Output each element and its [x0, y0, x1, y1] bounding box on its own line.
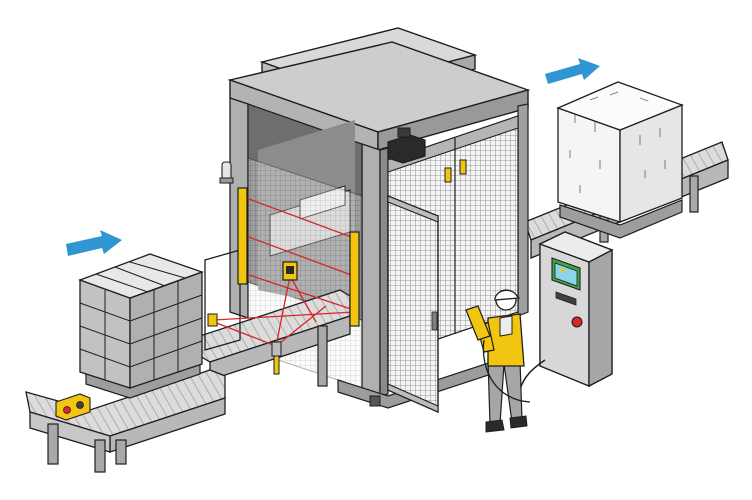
- door-latch: [459, 159, 467, 175]
- beacon-icon: [219, 161, 234, 184]
- start-button[interactable]: [76, 401, 84, 409]
- light-curtain-emitter: [237, 187, 248, 285]
- emergency-stop-icon[interactable]: [63, 406, 71, 414]
- control-panel: [517, 231, 614, 401]
- safety-light-curtain: [207, 187, 360, 375]
- worker-with-helmet: [465, 289, 531, 433]
- reflector: [207, 313, 218, 327]
- infeed-pallet: [78, 253, 204, 399]
- arrow-right-icon: [66, 230, 122, 256]
- reflector: [271, 341, 282, 357]
- infeed-conveyor-lower: [25, 369, 226, 473]
- emergency-stop-icon[interactable]: [571, 316, 583, 328]
- keypad[interactable]: [555, 291, 577, 306]
- door-latch: [444, 167, 452, 183]
- light-curtain-receiver: [349, 231, 360, 327]
- infeed-button-box: [55, 393, 91, 421]
- camera-icon: [387, 127, 426, 164]
- handheld-controller[interactable]: [465, 305, 491, 341]
- arrow-right-icon: [545, 58, 600, 84]
- mesh-safety-door[interactable]: [387, 194, 439, 414]
- outfeed-pallet: [556, 81, 684, 239]
